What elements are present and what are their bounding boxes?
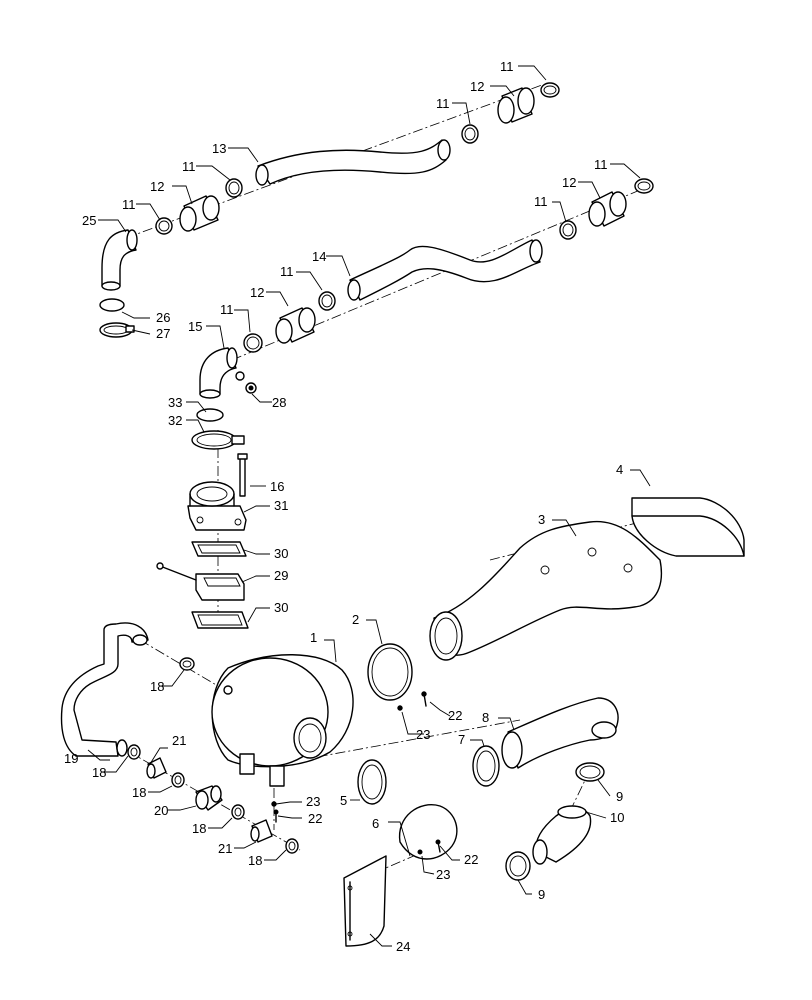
callout-label: 18 [132,785,146,800]
callout-label: 12 [250,285,264,300]
clamps-18 [127,657,299,854]
gasket-30-lower [191,611,249,629]
washer-23-airbox [397,705,403,711]
coupler-12-mid-left [275,307,316,344]
callout-label: 33 [168,395,182,410]
vband-clamp-32 [191,430,245,450]
callout-label: 29 [274,568,288,583]
callout-label: 4 [616,462,623,477]
callout-label: 19 [64,751,78,766]
callout-label: 27 [156,326,170,341]
callout-label: 15 [188,319,202,334]
clamp-9-upper [575,762,605,782]
callout-label: 5 [340,793,347,808]
clamp-27 [99,322,135,338]
callout-label: 16 [270,479,284,494]
clamp-5 [357,759,387,805]
valve-20 [195,785,223,811]
clamp-9-lower [505,851,531,881]
callout-label: 11 [122,197,136,212]
callout-label: 7 [458,732,465,747]
callout-label: 32 [168,413,182,428]
callout-label: 9 [616,789,623,804]
coupler-12-upper-right [497,87,535,124]
callout-label: 10 [610,810,624,825]
callout-label: 11 [594,157,608,172]
callout-label: 11 [436,96,450,111]
coupler-12-upper-left [179,195,220,232]
callout-label: 11 [280,264,294,279]
callout-labels: 1 2 3 4 5 6 7 8 9 9 10 11 11 11 11 11 11… [64,59,624,954]
callout-label: 6 [372,816,379,831]
callout-label: 8 [482,710,489,725]
clamp-2 [367,643,413,701]
gasket-30-upper [191,541,247,557]
fasteners-22-23-lower [271,801,279,823]
callout-label: 25 [82,213,96,228]
callout-label: 12 [150,179,164,194]
clamp-7 [472,745,500,787]
callout-label: 13 [212,141,226,156]
callout-label: 11 [182,159,196,174]
callout-label: 30 [274,600,288,615]
air-cleaner-1 [211,654,354,787]
callout-label: 9 [538,887,545,902]
intake-duct-3 [429,520,663,661]
callout-label: 11 [534,194,548,209]
callout-label: 30 [274,546,288,561]
elbow-10 [532,805,592,865]
callout-label: 23 [306,794,320,809]
callout-label: 20 [154,803,168,818]
clamps-11-mid [243,178,654,353]
callout-label: 21 [172,733,186,748]
adapter-31 [187,481,247,531]
callout-label: 14 [312,249,326,264]
pipe-13 [255,139,451,186]
callout-label: 18 [192,821,206,836]
clamps-11-upper [155,82,560,235]
fitting-28 [245,382,257,394]
hose-8 [501,697,619,769]
callout-label: 26 [156,310,170,325]
elbow-15 [199,347,245,399]
fasteners-22-23-shield [417,839,441,855]
callout-label: 11 [220,302,234,317]
elbow-6 [398,804,458,860]
callout-label: 28 [272,395,286,410]
pipe-14 [347,239,543,301]
callout-label: 1 [310,630,317,645]
callout-label: 23 [416,727,430,742]
callout-label: 24 [396,939,410,954]
bolt-16 [237,453,248,497]
callout-label: 2 [352,612,359,627]
callout-label: 12 [562,175,576,190]
callout-label: 18 [92,765,106,780]
elbow-25 [101,229,138,291]
bolt-22-airbox [421,691,427,707]
tube-21-lower [250,819,273,843]
tube-21-upper [146,757,167,779]
callout-label: 31 [274,498,288,513]
callout-label: 3 [538,512,545,527]
callout-label: 23 [436,867,450,882]
callout-label: 22 [448,708,462,723]
callout-label: 11 [500,59,514,74]
cover-4 [631,497,745,557]
callout-label: 22 [308,811,322,826]
valve-29 [156,562,245,601]
callout-label: 21 [218,841,232,856]
callout-label: 18 [248,853,262,868]
callout-label: 22 [464,852,478,867]
leader-lines [87,65,651,947]
callout-label: 18 [150,679,164,694]
callout-label: 12 [470,79,484,94]
hose-19 [60,622,149,757]
coupler-12-mid-right [588,191,627,227]
shield-24 [343,855,387,947]
oring-33 [196,408,224,422]
oring-26 [99,298,125,312]
